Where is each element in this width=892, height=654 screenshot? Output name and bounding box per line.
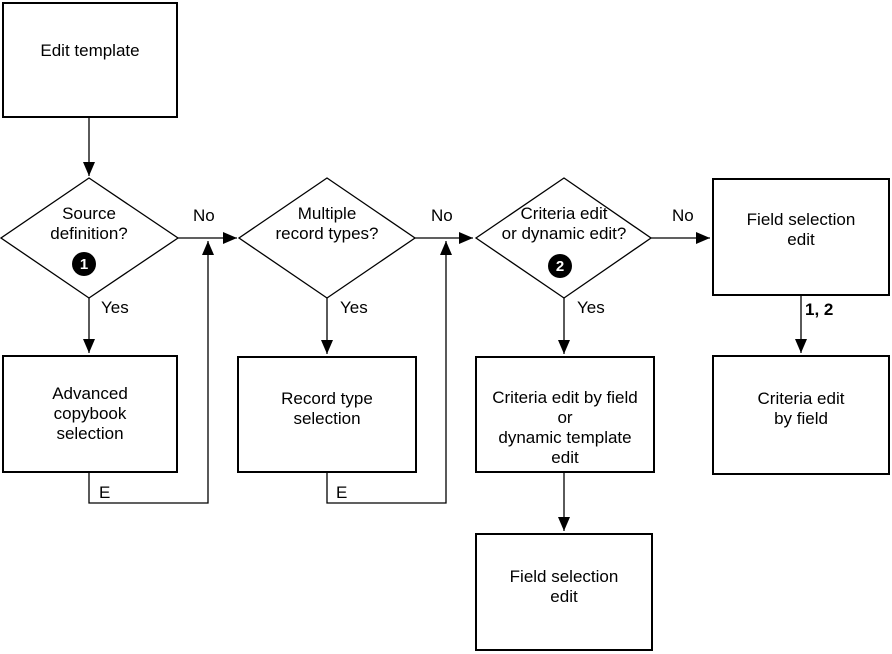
node-label-line: Edit template xyxy=(40,41,140,60)
node-criteria-edit-dynamic-template: Criteria edit by field or dynamic templa… xyxy=(475,356,655,473)
node-label-line: by field xyxy=(774,409,828,428)
node-criteria-edit-by-field: Criteria edit by field xyxy=(712,355,890,475)
edge-advanced-copybook-e-return xyxy=(88,241,214,504)
node-label-line: Field selection xyxy=(509,567,619,586)
numbered-badge-2: 2 xyxy=(548,254,572,278)
decision-criteria-or-dynamic xyxy=(474,177,653,299)
edge-label-e-2: E xyxy=(336,483,348,502)
edge-label-yes-1: Yes xyxy=(101,298,129,317)
edge-label-no-1: No xyxy=(193,206,215,225)
node-label-line: Criteria edit xyxy=(757,389,845,408)
node-label-line: Criteria edit by field xyxy=(492,387,638,407)
decision-label-line: Source xyxy=(62,204,116,223)
node-label-line: Record type xyxy=(281,388,373,408)
node-field-selection-edit-bottom: Field selection edit xyxy=(475,533,653,651)
decision-label-multiple-record-types: Multiple record types? xyxy=(242,204,412,244)
node-label-line: selection xyxy=(293,408,361,428)
edge-record-type-selection-e-return xyxy=(326,241,452,504)
node-edit-template: Edit template xyxy=(2,2,178,118)
decision-label-line: Multiple xyxy=(297,204,357,223)
node-label-line: Advanced xyxy=(52,384,128,403)
node-label-line: Field selection xyxy=(746,210,856,229)
numbered-badge-1: 1 xyxy=(72,252,96,276)
edge-label-no-2: No xyxy=(431,206,453,225)
node-record-type-selection: Record type selection xyxy=(237,356,417,473)
decision-label-line: or dynamic edit? xyxy=(501,224,627,243)
node-label-line: edit xyxy=(551,447,579,467)
decision-label-source-definition: Source definition? xyxy=(4,204,174,244)
decision-label-line: definition? xyxy=(50,224,128,243)
decision-label-criteria-or-dynamic: Criteria edit or dynamic edit? xyxy=(469,204,659,244)
node-label-line: or xyxy=(557,407,573,427)
decision-label-line: Criteria edit xyxy=(520,204,608,223)
node-label-line: copybook xyxy=(53,404,127,423)
edge-label-one-two: 1, 2 xyxy=(805,300,834,319)
node-label-line: dynamic template xyxy=(498,427,632,447)
edge-label-yes-3: Yes xyxy=(577,298,605,317)
node-advanced-copybook-selection: Advanced copybook selection xyxy=(2,355,178,473)
node-label-line: edit xyxy=(787,230,815,249)
edge-label-e-1: E xyxy=(99,483,111,502)
node-label-line: selection xyxy=(56,424,124,443)
edge-label-no-3: No xyxy=(672,206,694,225)
decision-source-definition xyxy=(0,177,180,299)
badge-number: 1 xyxy=(79,255,89,273)
edge-label-yes-2: Yes xyxy=(340,298,368,317)
node-label-line: edit xyxy=(550,587,578,606)
badge-number: 2 xyxy=(555,257,565,275)
decision-multiple-record-types xyxy=(237,177,417,299)
node-field-selection-edit-top: Field selection edit xyxy=(712,178,890,296)
decision-label-line: record types? xyxy=(275,224,379,243)
